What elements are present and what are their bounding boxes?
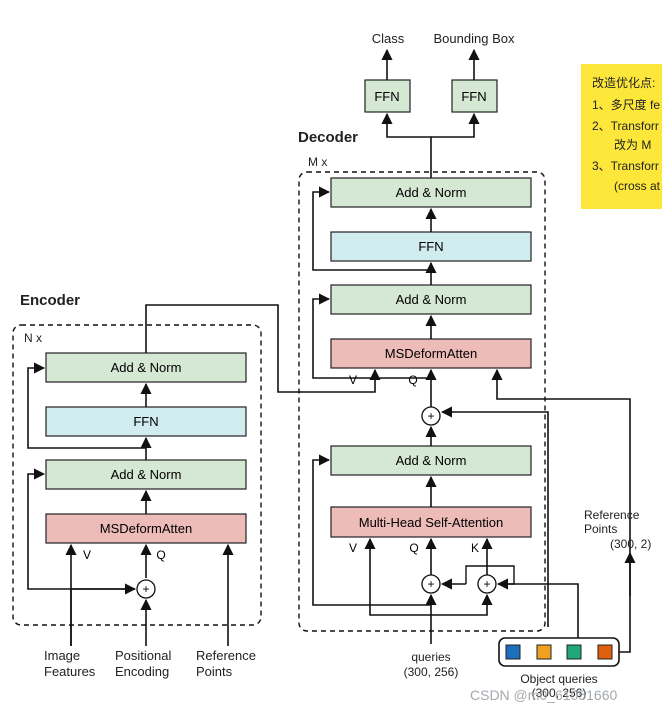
encoder-plus-sign: + (142, 582, 149, 596)
object-query-swatch-1 (505, 644, 521, 660)
reference-points-line-2: Points (196, 664, 233, 679)
encoder-q-label: Q (156, 548, 165, 562)
object-queries-label: Object queries (520, 672, 597, 686)
arrow-object-queries-to-plus-right (496, 578, 579, 641)
encoder-msdeform-label: MSDeformAtten (100, 521, 192, 536)
plus-right-link (465, 565, 515, 585)
encoder-plus (136, 579, 156, 599)
encoder-add-norm-low-block (45, 459, 247, 490)
image-features-line-1: Image (44, 648, 80, 663)
queries-label: queries (411, 650, 450, 664)
decoder-add-norm-mid-label: Add & Norm (396, 292, 467, 307)
arrow-object-queries-to-ref-points (619, 551, 636, 653)
decoder-plus-upper-sign: + (427, 409, 434, 423)
encoder-residual-top (27, 362, 146, 449)
positional-encoding-line-1: Positional (115, 648, 171, 663)
arrow-decoder-to-ffn-bbox (431, 112, 480, 138)
queries-shape: (300, 256) (404, 665, 459, 679)
arrow-encoder-memory-to-decoder-v (145, 304, 381, 393)
decoder-mhsa-v-label: V (349, 541, 357, 555)
note-line-5: 3、Transforr (592, 159, 659, 173)
note-line-3: 2、Transforr (592, 119, 659, 133)
decoder-ffn-class-block (364, 79, 411, 113)
decoder-mhsa-block (330, 506, 532, 538)
object-queries-shape: (300, 256) (532, 686, 587, 700)
decoder-ffn-label: FFN (418, 239, 443, 254)
decoder-ffn-bbox-label: FFN (461, 89, 486, 104)
note-line-2: 1、多尺度 fe (592, 97, 660, 112)
arrow-image-features-to-plus (70, 583, 137, 646)
decoder-mhsa-q-label: Q (409, 541, 418, 555)
arrow-decoder-to-ffn-class (381, 112, 432, 178)
decoder-plus-lower-right-sign: + (483, 577, 490, 591)
positional-encoding-line-2: Encoding (115, 664, 169, 679)
encoder-add-norm-top-label: Add & Norm (111, 360, 182, 375)
class-output-label: Class (372, 31, 405, 46)
decoder-msdeform-v-label: V (349, 373, 357, 387)
arrow-queries-to-mhsa-v (364, 537, 431, 616)
decoder-add-norm-top-label: Add & Norm (396, 185, 467, 200)
note-background (581, 64, 662, 209)
note-line-6: (cross at (614, 179, 661, 193)
watermark: CSDN @m0_61051660 (470, 687, 618, 703)
note-line-1: 改造优化点: (592, 76, 655, 90)
bbox-output-label: Bounding Box (434, 31, 515, 46)
decoder-title: Decoder (298, 129, 358, 146)
decoder-add-norm-mid-block (330, 284, 532, 315)
reference-points-line-1: Reference (196, 648, 256, 663)
ref-points-right-line-2: Points (584, 522, 617, 536)
arrow-queries-to-plus-right (431, 593, 493, 616)
decoder-msdeform-label: MSDeformAtten (385, 346, 477, 361)
encoder-v-label: V (83, 548, 91, 562)
encoder-add-norm-low-label: Add & Norm (111, 467, 182, 482)
ref-points-right-line-1: Reference (584, 508, 640, 522)
decoder-mhsa-label: Multi-Head Self-Attention (359, 515, 504, 530)
object-query-swatch-2 (536, 644, 552, 660)
note-line-4: 改为 M (614, 138, 651, 152)
decoder-add-norm-top-block (330, 177, 532, 208)
encoder-ffn-block (45, 406, 247, 437)
image-features-line-2: Features (44, 664, 96, 679)
decoder-mhsa-k-label: K (471, 541, 479, 555)
arrow-ref-points-to-msdeform (491, 368, 631, 596)
encoder-repeat-label: N x (24, 331, 42, 345)
optimization-note: 改造优化点: 1、多尺度 fe 2、Transforr 改为 M 3、Trans… (581, 64, 662, 209)
decoder-repeat-frame (298, 171, 546, 632)
decoder-add-norm-low-label: Add & Norm (396, 453, 467, 468)
decoder-ffn-class-label: FFN (374, 89, 399, 104)
decoder-msdeform-q-label: Q (408, 373, 417, 387)
object-query-swatch-4 (597, 644, 613, 660)
encoder-repeat-frame (12, 324, 262, 626)
decoder-repeat-label: M x (308, 155, 327, 169)
decoder-msdeform-block (330, 338, 532, 369)
encoder-title: Encoder (20, 292, 80, 309)
decoder-add-norm-low-block (330, 445, 532, 476)
decoder-residual-low (312, 454, 431, 606)
decoder-plus-lower-left-sign: + (427, 577, 434, 591)
ref-points-right-shape: (300, 2) (610, 537, 651, 551)
encoder-ffn-label: FFN (133, 414, 158, 429)
decoder-residual-top (312, 186, 431, 271)
object-query-swatch-3 (566, 644, 582, 660)
arrow-object-queries-to-plus-upper (440, 406, 549, 627)
